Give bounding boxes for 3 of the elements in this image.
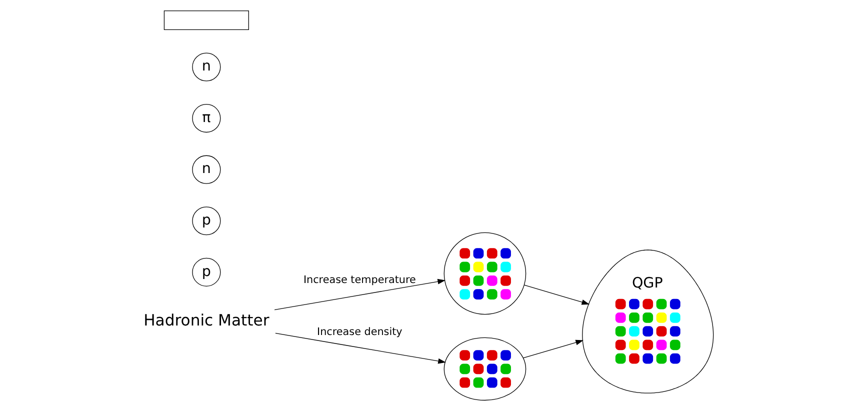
edge-label: Increase density: [316, 326, 402, 338]
node-text: Hadronic Matter: [143, 312, 269, 330]
edge-label: Increase temperature: [302, 274, 416, 286]
